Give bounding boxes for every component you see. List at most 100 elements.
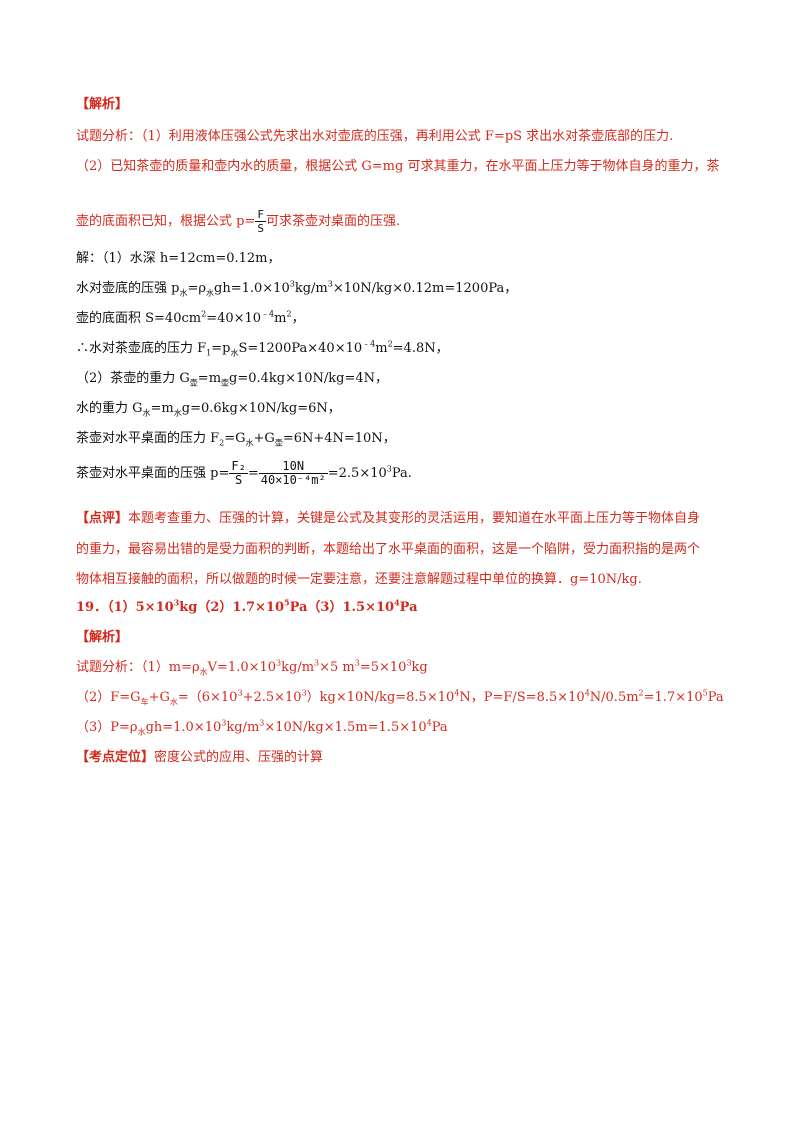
analysis2-line-2: （2）F=G车+G水=（6×103+2.5×103）kg×10N/kg=8.5×… xyxy=(76,689,724,707)
fraction-denominator: S xyxy=(234,473,243,487)
superscript: 4 xyxy=(426,718,432,728)
fraction-numerator: F xyxy=(255,208,266,222)
text-seg: gh=1.0×10 xyxy=(214,281,290,296)
analysis-line-3-post: 可求茶壶对桌面的压强. xyxy=(265,214,401,229)
subscript: 1 xyxy=(206,348,212,358)
text-seg: gh=1.0×10 xyxy=(145,720,222,735)
text-seg: N/0.5m xyxy=(589,690,639,705)
text-seg: =1.7×10 xyxy=(643,690,703,705)
text-seg: kg/m xyxy=(226,720,260,735)
superscript: 2 xyxy=(286,309,292,319)
text-seg: +2.5×10 xyxy=(242,690,302,705)
fraction-numerator: F₂ xyxy=(229,459,248,474)
text-seg: 试题分析：（1）m=ρ xyxy=(76,660,200,675)
solution-line-1: 解：（1）水深 h=12cm=0.12m， xyxy=(76,251,281,266)
subscript: 水 xyxy=(245,438,254,448)
text-seg: kg/m xyxy=(294,281,328,296)
section-heading-analysis: 【解析】 xyxy=(76,97,129,112)
text-seg: ， xyxy=(291,311,305,326)
text-seg: =（6×10 xyxy=(177,690,238,705)
solution-line-2: 水对壶底的压强 p水=ρ水gh=1.0×103kg/m3×10N/kg×0.12… xyxy=(76,280,517,298)
text-seg: +G xyxy=(253,431,275,446)
solution-line-3: 壶的底面积 S=40cm2=40×10﹣4m2， xyxy=(76,310,305,328)
subscript: 水 xyxy=(230,348,239,358)
text-seg: ∴水对茶壶底的压力 F xyxy=(76,341,207,356)
superscript: 3 xyxy=(237,688,243,698)
text-seg: ×10N/kg×0.12m=1200Pa， xyxy=(332,281,518,296)
analysis-line-2: （2）已知茶壶的质量和壶内水的质量，根据公式 G=mg 可求其重力，在水平面上压… xyxy=(76,159,720,174)
analysis2-line-3: （3）P=ρ水gh=1.0×103kg/m3×10N/kg×1.5m=1.5×1… xyxy=(76,719,448,737)
section-heading-analysis-2: 【解析】 xyxy=(76,630,129,645)
subscript: 壶 xyxy=(274,438,283,448)
superscript: 3 xyxy=(386,464,392,474)
subscript: 水 xyxy=(142,408,151,418)
subscript: 2 xyxy=(219,438,225,448)
text-seg: ×5 m xyxy=(319,660,355,675)
comment-line-2: 的重力，最容易出错的是受力面积的判断，本题给出了水平桌面的面积，这是一个陷阱，受… xyxy=(76,542,701,557)
analysis2-line-1: 试题分析：（1）m=ρ水V=1.0×103kg/m3×5 m3=5×103kg xyxy=(76,659,428,677)
text-seg: =4.8N， xyxy=(392,341,449,356)
text-seg: = xyxy=(247,466,259,481)
text-seg: =G xyxy=(224,431,246,446)
text-seg: 茶壶对水平桌面的压力 F xyxy=(76,431,220,446)
text-seg: +G xyxy=(148,690,170,705)
text-seg: Pa xyxy=(431,720,448,735)
text-seg: （2）F=G xyxy=(76,690,141,705)
subscript: 水 xyxy=(199,667,208,677)
superscript: 3 xyxy=(289,279,295,289)
text-seg: （2）茶壶的重力 G xyxy=(76,371,190,386)
text-seg: Pa. xyxy=(391,466,412,481)
comment-text: 本题考查重力、压强的计算，关键是公式及其变形的灵活运用，要知道在水平面上压力等于… xyxy=(128,511,701,526)
text-seg: 水的重力 G xyxy=(76,401,143,416)
text-seg: kg xyxy=(411,660,428,675)
superscript: 3 xyxy=(276,658,282,668)
text-seg: m xyxy=(375,341,388,356)
fraction-denominator: S xyxy=(257,222,264,235)
superscript: 3 xyxy=(354,658,360,668)
key-point-label: 【考点定位】 xyxy=(76,750,155,765)
text-seg: （3）P=ρ xyxy=(76,720,138,735)
text-seg: Pa xyxy=(707,690,724,705)
fraction-denominator: 40×10⁻⁴m² xyxy=(260,473,326,487)
key-point-text: 密度公式的应用、压强的计算 xyxy=(154,750,324,765)
superscript: ﹣4 xyxy=(261,309,275,319)
text-seg: =6N+4N=10N， xyxy=(282,431,396,446)
text-seg: ）kg×10N/kg=8.5×10 xyxy=(306,690,455,705)
superscript: 5 xyxy=(702,688,708,698)
superscript: 2 xyxy=(638,688,644,698)
subscript: 水 xyxy=(179,288,188,298)
superscript: 5 xyxy=(284,597,290,608)
text-seg: Pa（3）1.5×10 xyxy=(289,600,395,615)
text-seg: g=0.4kg×10N/kg=4N， xyxy=(229,371,389,386)
superscript: 3 xyxy=(221,718,227,728)
superscript: 4 xyxy=(584,688,590,698)
text-seg: =5×10 xyxy=(359,660,407,675)
solution-line-4: ∴水对茶壶底的压力 F1=p水S=1200Pa×40×10﹣4m2=4.8N， xyxy=(76,340,449,358)
superscript: 4 xyxy=(454,688,460,698)
comment-line-3: 物体相互接触的面积，所以做题的时候一定要注意，还要注意解题过程中单位的换算．g=… xyxy=(76,572,642,587)
text-seg: m xyxy=(274,311,287,326)
text-seg: 水对壶底的压强 p xyxy=(76,281,180,296)
solution-line-5: （2）茶壶的重力 G壶=m壶g=0.4kg×10N/kg=4N， xyxy=(76,370,388,388)
superscript: 3 xyxy=(327,279,333,289)
subscript: 壶 xyxy=(221,378,230,388)
comment-line-1: 【点评】本题考查重力、压强的计算，关键是公式及其变形的灵活运用，要知道在水平面上… xyxy=(76,510,700,528)
text-seg: =2.5×10 xyxy=(327,466,387,481)
superscript: 2 xyxy=(387,339,393,349)
superscript: 2 xyxy=(201,309,207,319)
text-seg: kg/m xyxy=(281,660,315,675)
fraction-numerator: 10N xyxy=(258,460,328,474)
subscript: 水 xyxy=(173,408,182,418)
comment-label: 【点评】 xyxy=(76,511,129,526)
superscript: ﹣4 xyxy=(362,339,376,349)
solution-line-7: 茶壶对水平桌面的压力 F2=G水+G壶=6N+4N=10N， xyxy=(76,430,396,448)
subscript: 水 xyxy=(169,697,178,707)
solution-line-6: 水的重力 G水=m水g=0.6kg×10N/kg=6N， xyxy=(76,400,341,418)
subscript: 壶 xyxy=(189,378,198,388)
text-seg: S=1200Pa×40×10 xyxy=(238,341,363,356)
